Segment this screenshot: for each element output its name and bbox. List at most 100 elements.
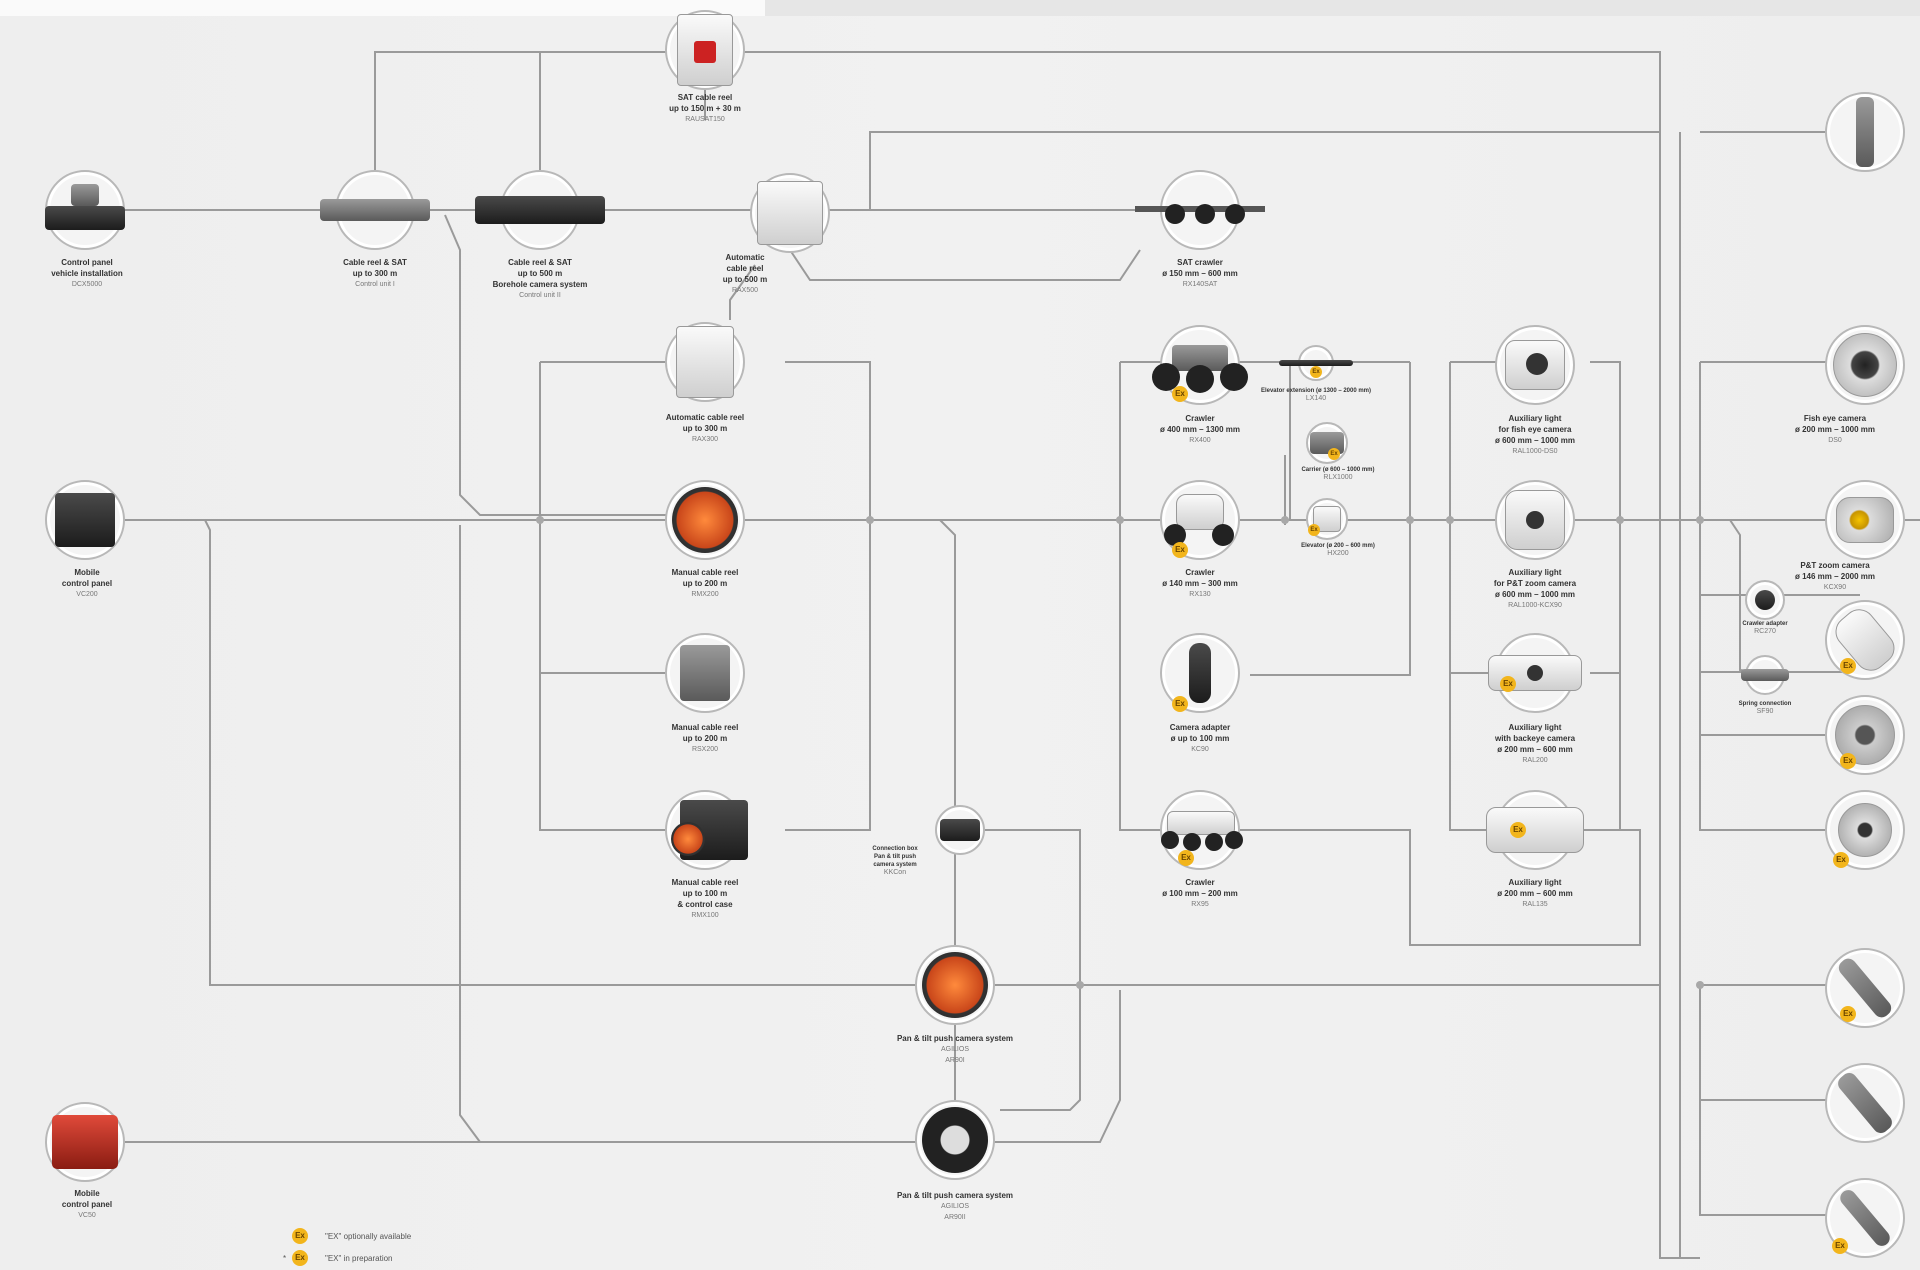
label-aux-backeye: Auxiliary light with backeye camera ø 20… [1494,723,1576,764]
top-band-highlight [0,0,765,16]
label-ptpush-2: Pan & tilt push camera system AGILIOS AR… [896,1191,1014,1221]
node-vc200[interactable] [45,480,125,560]
ex-badge: Ex [1308,524,1320,536]
aux-light-icon [1505,490,1565,550]
label-dcx5000: Control panel vehicle installation DCX50… [51,258,123,288]
node-aux-ptzoom[interactable] [1495,480,1575,560]
node-manual-reel-200b[interactable] [665,633,745,713]
ex-badge: Ex [1500,676,1516,692]
ex-badge: Ex [1328,448,1340,460]
label-manual-reel-200: Manual cable reel up to 200 m RMX200 [671,568,739,598]
aux-light-icon [1486,807,1584,853]
adapter-icon [1755,590,1775,610]
legend-optional: "EX" optionally available [325,1232,412,1241]
node-manual-reel-100[interactable] [665,790,749,870]
label-manual-reel-200b: Manual cable reel up to 200 m RSX200 [671,723,739,753]
ex-badge: Ex [1178,850,1194,866]
connection-box-icon [940,819,980,841]
node-control-unit-2[interactable] [475,170,605,250]
fisheye-camera-icon [1833,333,1897,397]
node-vc50[interactable] [45,1102,125,1182]
node-aux-200[interactable] [1486,790,1584,870]
label-control-unit-2: Cable reel & SAT up to 500 m Borehole ca… [492,258,588,299]
label-elevator: Elevator (ø 200 – 600 mm) HX200 [1301,543,1375,557]
label-spring-conn: Spring connection SF90 [1738,701,1792,715]
control-panel-icon [45,205,125,230]
legend-ex-badge: Ex [292,1250,308,1266]
label-aux-fisheye: Auxiliary light for fish eye camera ø 60… [1494,414,1576,455]
node-fisheye-cam[interactable] [1825,325,1905,405]
label-fisheye-cam: Fish eye camera ø 200 mm – 1000 mm DS0 [1794,414,1876,444]
node-aux-fisheye[interactable] [1495,325,1575,405]
ex-badge: Ex [1832,1238,1848,1254]
cable-reel-icon [677,14,733,86]
label-auto-reel-500: Automatic cable reel up to 500 m RAX500 [722,253,768,294]
node-crawler-100[interactable] [1157,790,1243,870]
aux-light-icon [1488,655,1582,691]
aux-light-icon [1505,340,1565,390]
spring-icon [1741,669,1789,681]
node-sat-crawler[interactable] [1135,170,1265,250]
label-ptzoom-cam: P&T zoom camera ø 146 mm – 2000 mm KCX90 [1794,561,1876,591]
label-carrier: Carrier (ø 600 – 1000 mm) RLX1000 [1301,467,1375,481]
node-push-cam-2[interactable] [1825,1063,1905,1143]
node-control-unit-1[interactable] [320,170,430,250]
node-elevator[interactable] [1306,498,1348,540]
label-auto-reel-300: Automatic cable reel up to 300 m RAX300 [665,413,745,443]
push-reel-icon [922,1107,988,1173]
label-sat-cable-reel: SAT cable reel up to 150 m + 30 m RAUSAT… [669,93,741,123]
node-connection-box[interactable] [935,805,985,855]
node-crawler-adapter[interactable] [1745,580,1785,620]
node-spring-conn[interactable] [1741,655,1789,695]
rack-unit-icon [320,199,430,221]
node-ptzoom-cam[interactable] [1825,480,1905,560]
label-ptpush-1: Pan & tilt push camera system AGILIOS AR… [896,1034,1014,1064]
label-crawler-100: Crawler ø 100 mm – 200 mm RX95 [1162,878,1238,908]
rugged-tablet-icon [52,1115,118,1169]
node-push-cam-1[interactable] [1825,948,1905,1028]
node-carrier[interactable] [1306,422,1348,464]
node-camera-tube-1[interactable] [1825,600,1905,680]
ex-badge: Ex [1833,852,1849,868]
label-vc200: Mobile control panel VC200 [61,568,113,598]
node-ptpush-1[interactable] [915,945,995,1025]
ex-badge: Ex [1172,696,1188,712]
adapter-icon [1189,643,1211,703]
zoom-camera-icon [1836,497,1894,543]
node-camera-tube-2[interactable] [1825,695,1905,775]
ex-badge: Ex [1310,366,1322,378]
node-auto-reel-300[interactable] [665,322,745,402]
label-sat-crawler: SAT crawler ø 150 mm – 600 mm RX140SAT [1162,258,1238,288]
crawler-icon [1162,490,1238,550]
node-manual-reel-200[interactable] [665,480,745,560]
label-aux-ptzoom: Auxiliary light for P&T zoom camera ø 60… [1493,568,1577,609]
label-elevator-ext: Elevator extension (ø 1300 – 2000 mm) LX… [1260,388,1372,402]
ex-badge: Ex [1840,753,1856,769]
legend-star: * [283,1254,287,1263]
node-dcx5000[interactable] [45,170,125,250]
node-pole-camera[interactable] [1825,92,1905,172]
ex-badge: Ex [1172,542,1188,558]
pole-camera-icon [1856,97,1874,167]
label-vc50: Mobile control panel VC50 [61,1189,113,1219]
push-camera-icon [1834,1069,1896,1137]
label-control-unit-1: Cable reel & SAT up to 300 m Control uni… [343,258,407,288]
cable-drum-icon [672,487,738,553]
label-camera-adapter: Camera adapter ø up to 100 mm KC90 [1169,723,1231,753]
node-sat-cable-reel[interactable] [665,10,745,90]
label-aux-200: Auxiliary light ø 200 mm – 600 mm RAL135 [1497,878,1573,908]
tablet-icon [55,493,115,547]
extension-icon [1279,360,1353,366]
node-aux-backeye[interactable] [1488,633,1582,713]
label-crawler-adapter: Crawler adapter RC270 [1742,621,1788,635]
node-auto-reel-500[interactable] [750,173,830,253]
ex-badge: Ex [1172,386,1188,402]
node-ptpush-2[interactable] [915,1100,995,1180]
rack-unit-icon [475,196,605,224]
crawler-icon [1157,805,1243,855]
cable-reel-icon [676,326,734,398]
ex-badge: Ex [1840,658,1856,674]
camera-head-icon [1838,803,1892,857]
ex-badge: Ex [1510,822,1526,838]
